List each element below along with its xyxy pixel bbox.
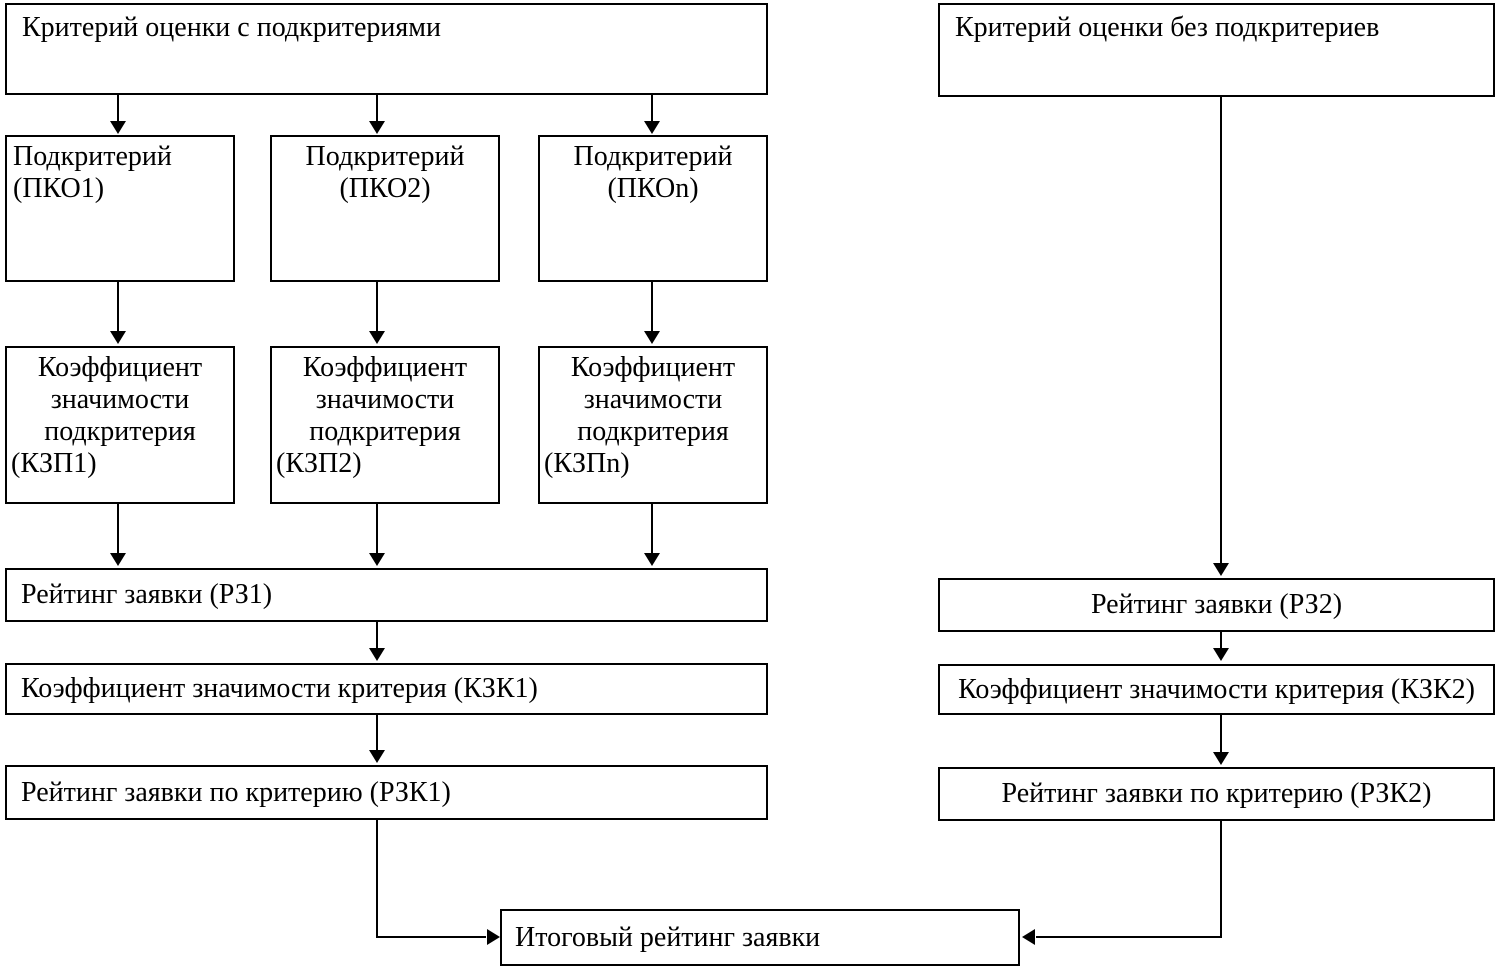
criterion-rating-1-label: Рейтинг заявки по критерию (РЗК1) [21,776,451,808]
subcriterion-3-code: (ПКОn) [607,173,699,204]
connector-segment-horizontal [1036,936,1222,938]
criterion-rating-2-label: Рейтинг заявки по критерию (РЗК2) [1001,778,1432,809]
arrow-subcriterion-2-to-weight-2 [369,282,385,344]
arrow-rating-1-to-criterion-weight-1 [369,622,385,661]
box-subcriterion-2: Подкритерий (ПКО2) [270,135,500,282]
subcriterion-1-code: (ПКО1) [13,173,105,204]
box-application-rating-2: Рейтинг заявки (РЗ2) [938,578,1495,632]
arrow-weight-3-to-rating-1 [644,504,660,566]
box-criterion-without-subcriteria-label: Критерий оценки без подкритериев [955,12,1380,43]
arrow-root-to-subcriterion-3 [644,95,660,134]
subcriterion-3-name: Подкритерий [573,141,733,172]
arrow-root-to-subcriterion-1 [110,95,126,134]
weight-3-line3: подкритерия [577,416,729,447]
subcriterion-2-code: (ПКО2) [339,173,431,204]
box-criterion-without-subcriteria: Критерий оценки без подкритериев [938,3,1495,97]
criterion-weight-2-label: Коэффициент значимости критерия (КЗК2) [958,673,1475,705]
arrow-root-to-subcriterion-2 [369,95,385,134]
weight-3-line1: Коэффициент [570,352,736,383]
arrow-subcriterion-3-to-weight-3 [644,282,660,344]
weight-2-line2: значимости [315,384,455,415]
weight-2-line3: подкритерия [309,416,461,447]
connector-segment-horizontal [376,936,486,938]
box-subcriterion-3: Подкритерий (ПКОn) [538,135,768,282]
arrow-subcriterion-1-to-weight-1 [110,282,126,344]
weight-1-code: (КЗП1) [11,448,97,479]
arrow-criterion-weight-1-to-criterion-rating-1 [369,715,385,763]
subcriterion-2-name: Подкритерий [305,141,465,172]
box-criterion-with-subcriteria: Критерий оценки с подкритериями [5,3,768,95]
arrow-criterion-weight-2-to-criterion-rating-2 [1213,715,1229,765]
box-criterion-weight-1: Коэффициент значимости критерия (КЗК1) [5,663,768,715]
arrowhead-right [487,929,500,945]
arrow-root-2-to-rating-2 [1213,97,1229,576]
connector-segment-vertical [1220,821,1222,938]
criterion-weight-1-label: Коэффициент значимости критерия (КЗК1) [21,673,538,704]
weight-1-line1: Коэффициент [37,352,203,383]
box-criterion-with-subcriteria-label: Критерий оценки с подкритериями [22,12,441,43]
box-subcriterion-weight-2: Коэффициент значимости подкритерия (КЗП2… [270,346,500,504]
subcriterion-1-name: Подкритерий [13,141,172,172]
arrow-rating-2-to-criterion-weight-2 [1213,632,1229,661]
box-criterion-rating-1: Рейтинг заявки по критерию (РЗК1) [5,765,768,820]
weight-1-line2: значимости [50,384,190,415]
box-final-rating: Итоговый рейтинг заявки [500,909,1020,966]
application-rating-1-label: Рейтинг заявки (РЗ1) [21,579,273,610]
box-application-rating-1: Рейтинг заявки (РЗ1) [5,568,768,622]
connector-segment-vertical [376,820,378,938]
final-rating-label: Итоговый рейтинг заявки [515,921,821,953]
weight-2-code: (КЗП2) [276,448,362,479]
arrow-weight-1-to-rating-1 [110,504,126,566]
arrow-weight-2-to-rating-1 [369,504,385,566]
weight-3-line2: значимости [583,384,723,415]
arrowhead-left [1022,929,1035,945]
box-subcriterion-weight-1: Коэффициент значимости подкритерия (КЗП1… [5,346,235,504]
box-subcriterion-weight-3: Коэффициент значимости подкритерия (КЗПn… [538,346,768,504]
box-subcriterion-1: Подкритерий (ПКО1) [5,135,235,282]
weight-3-code: (КЗПn) [544,448,630,479]
application-rating-2-label: Рейтинг заявки (РЗ2) [1090,589,1343,620]
weight-2-line1: Коэффициент [302,352,468,383]
weight-1-line3: подкритерия [44,416,196,447]
box-criterion-weight-2: Коэффициент значимости критерия (КЗК2) [938,664,1495,715]
box-criterion-rating-2: Рейтинг заявки по критерию (РЗК2) [938,767,1495,821]
